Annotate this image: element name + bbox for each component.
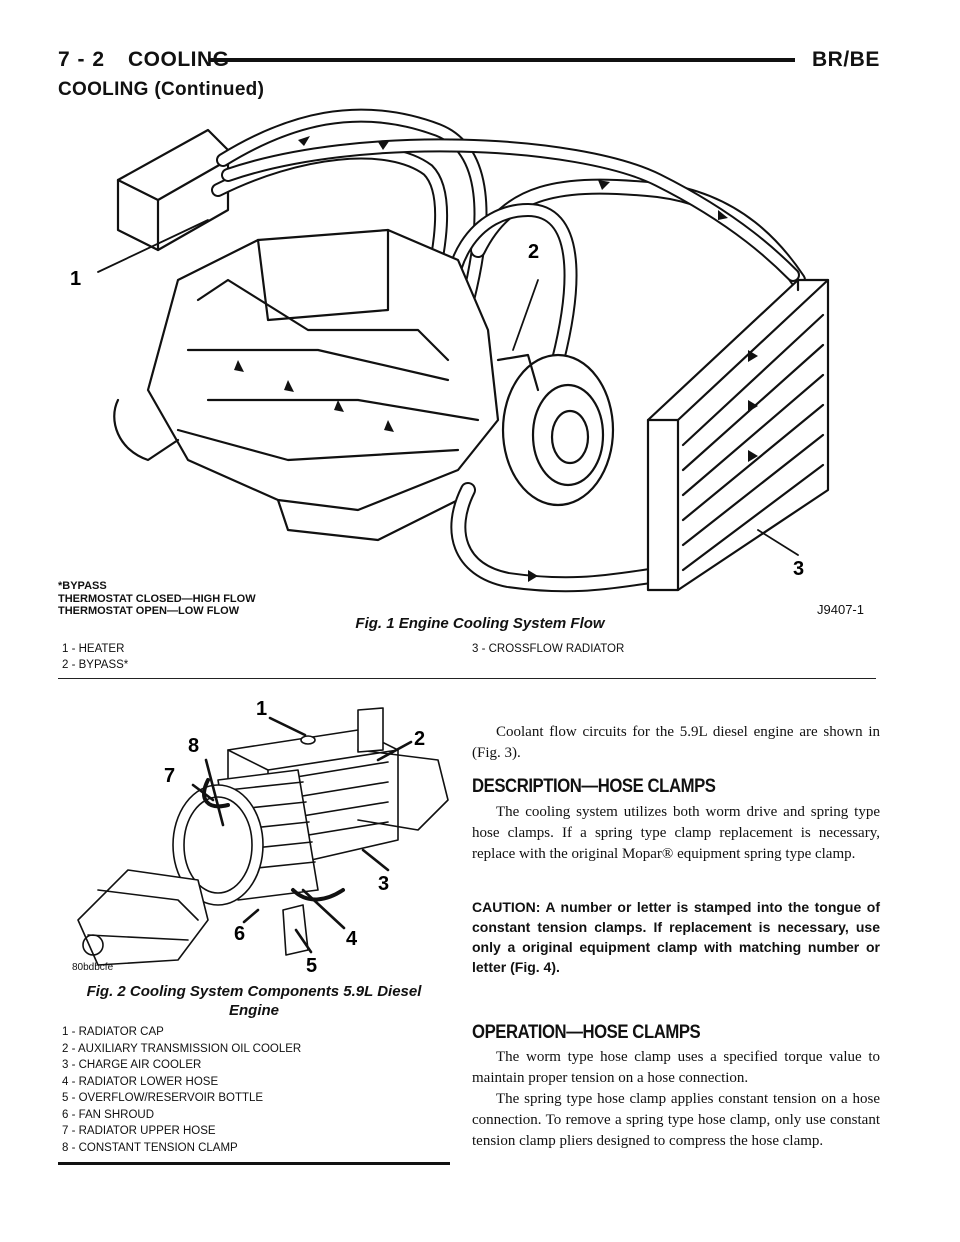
fig1-callout-2: 2 [528,241,539,263]
fig2-callout-3: 3 [378,873,389,895]
fig1-legend-left: 1 - HEATER 2 - BYPASS* [62,642,128,673]
legend-item: 2 - AUXILIARY TRANSMISSION OIL COOLER [62,1042,302,1055]
description-heading: DESCRIPTION—HOSE CLAMPS [472,776,716,797]
fig2-callout-7: 7 [164,765,175,787]
fig2-callout-8: 8 [188,735,199,757]
legend-item: 2 - BYPASS* [62,658,129,671]
header-rule [210,58,795,62]
legend-item: 8 - CONSTANT TENSION CLAMP [62,1141,238,1154]
fig2-caption-line: Engine [228,1002,279,1019]
cooling-components-illustration: 1 2 3 4 5 6 7 8 [77,698,449,977]
continued-title: COOLING (Continued) [58,79,265,100]
fig1-legend-right: 3 - CROSSFLOW RADIATOR [472,642,624,658]
fig1-note: *BYPASS [58,580,107,592]
fig2-callout-4: 4 [346,928,358,950]
description-section: DESCRIPTION—HOSE CLAMPS [472,776,880,797]
legend-item: 7 - RADIATOR UPPER HOSE [62,1125,216,1137]
description-body: The cooling system utilizes both worm dr… [472,802,880,865]
legend-item: 1 - RADIATOR CAP [62,1026,164,1038]
legend-item: 6 - FAN SHROUD [62,1108,155,1121]
model-code: BR/BE [812,48,880,71]
operation-text-2: The spring type hose clamp applies const… [472,1091,880,1149]
legend-item: 3 - CHARGE AIR COOLER [62,1059,202,1071]
legend-item: 5 - OVERFLOW/RESERVOIR BOTTLE [62,1092,264,1104]
operation-body: The worm type hose clamp uses a specifie… [472,1047,880,1152]
fig1-rule [58,678,876,679]
fig1-code: J9407-1 [817,602,864,617]
engine-cooling-flow-illustration: 1 2 3 [70,108,830,593]
caution-note: CAUTION: A number or letter is stamped i… [472,899,880,975]
fig2-caption-line: Fig. 2 Cooling System Components 5.9L Di… [86,983,422,1000]
fig1-note: THERMOSTAT OPEN—LOW FLOW [58,605,240,617]
fig1-note: THERMOSTAT CLOSED—HIGH FLOW [58,592,256,605]
fig1-notes: *BYPASS THERMOSTAT CLOSED—HIGH FLOW THER… [58,580,256,618]
fig2-callout-1: 1 [256,698,267,720]
fig1-callout-3: 3 [793,558,804,580]
fig1-callout-1: 1 [70,268,81,290]
legend-item: 3 - CROSSFLOW RADIATOR [472,643,625,655]
operation-heading: OPERATION—HOSE CLAMPS [472,1022,701,1043]
fig2-rule [58,1162,450,1165]
intro-text: Coolant flow circuits for the 5.9L diese… [472,724,880,761]
section-title: COOLING [128,48,230,71]
fig1-caption: Fig. 1 Engine Cooling System Flow [355,615,605,632]
fig2-code: 80bdbcfe [72,962,114,973]
fig2-caption: Fig. 2 Cooling System Components 5.9L Di… [58,982,450,1020]
fig2-legend: 1 - RADIATOR CAP 2 - AUXILIARY TRANSMISS… [62,1024,301,1156]
page-number: 7 - 2 [58,48,106,71]
description-text: The cooling system utilizes both worm dr… [472,804,880,862]
operation-text-1: The worm type hose clamp uses a specifie… [472,1049,880,1086]
fig2-callout-2: 2 [414,728,425,750]
fig2-callout-5: 5 [306,955,317,977]
fig2-callout-6: 6 [234,923,245,945]
legend-item: 4 - RADIATOR LOWER HOSE [62,1075,219,1088]
legend-item: 1 - HEATER [62,643,125,655]
operation-section: OPERATION—HOSE CLAMPS [472,1022,880,1043]
intro-paragraph: Coolant flow circuits for the 5.9L diese… [472,722,880,764]
